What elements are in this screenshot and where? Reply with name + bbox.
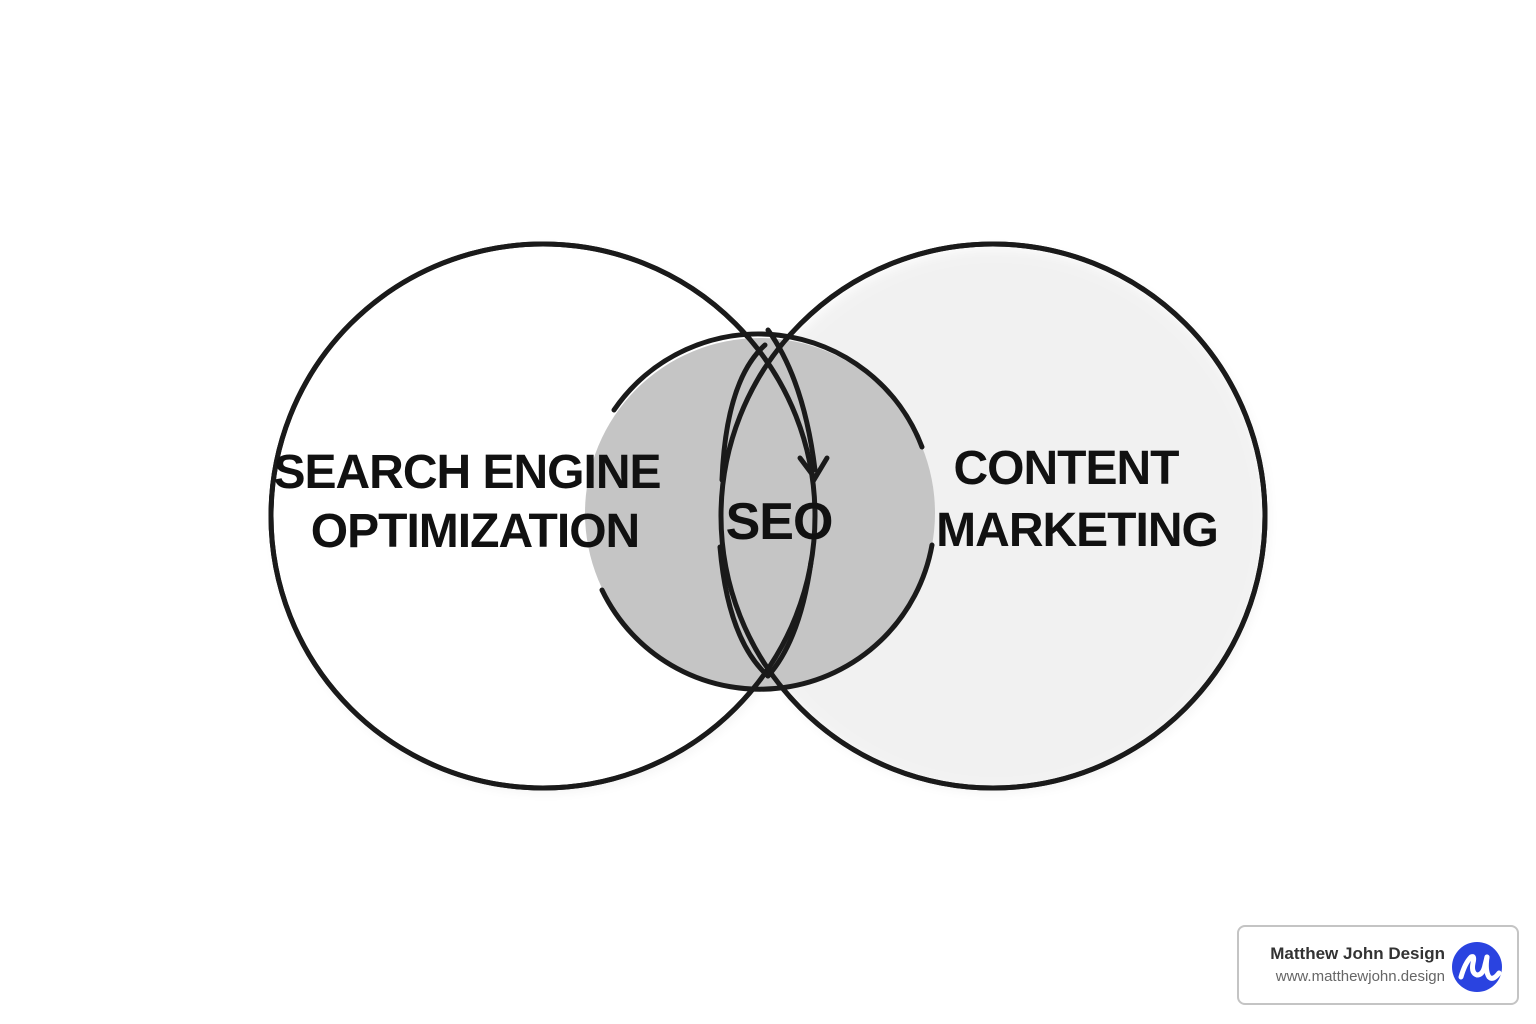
center-circle-outline [599,331,935,692]
center-overlap-circle [585,338,935,688]
right-label-line1: CONTENT [954,442,1180,495]
inner-arcs [717,327,830,679]
center-label: SEO [726,493,833,551]
brand-badge[interactable]: Matthew John Design www.matthewjohn.desi… [1237,925,1519,1005]
right-label-line2: MARKETING [936,504,1218,557]
left-label-line1: SEARCH ENGINE [273,446,660,499]
brand-text: Matthew John Design www.matthewjohn.desi… [1270,943,1445,987]
arrow-down-icon [797,455,830,483]
brand-name: Matthew John Design [1270,944,1445,963]
left-label-line2: OPTIMIZATION [311,505,639,558]
matthew-john-logo-icon [1452,942,1502,992]
brand-url[interactable]: www.matthewjohn.design [1275,968,1445,985]
arrow-shaft [765,327,818,473]
